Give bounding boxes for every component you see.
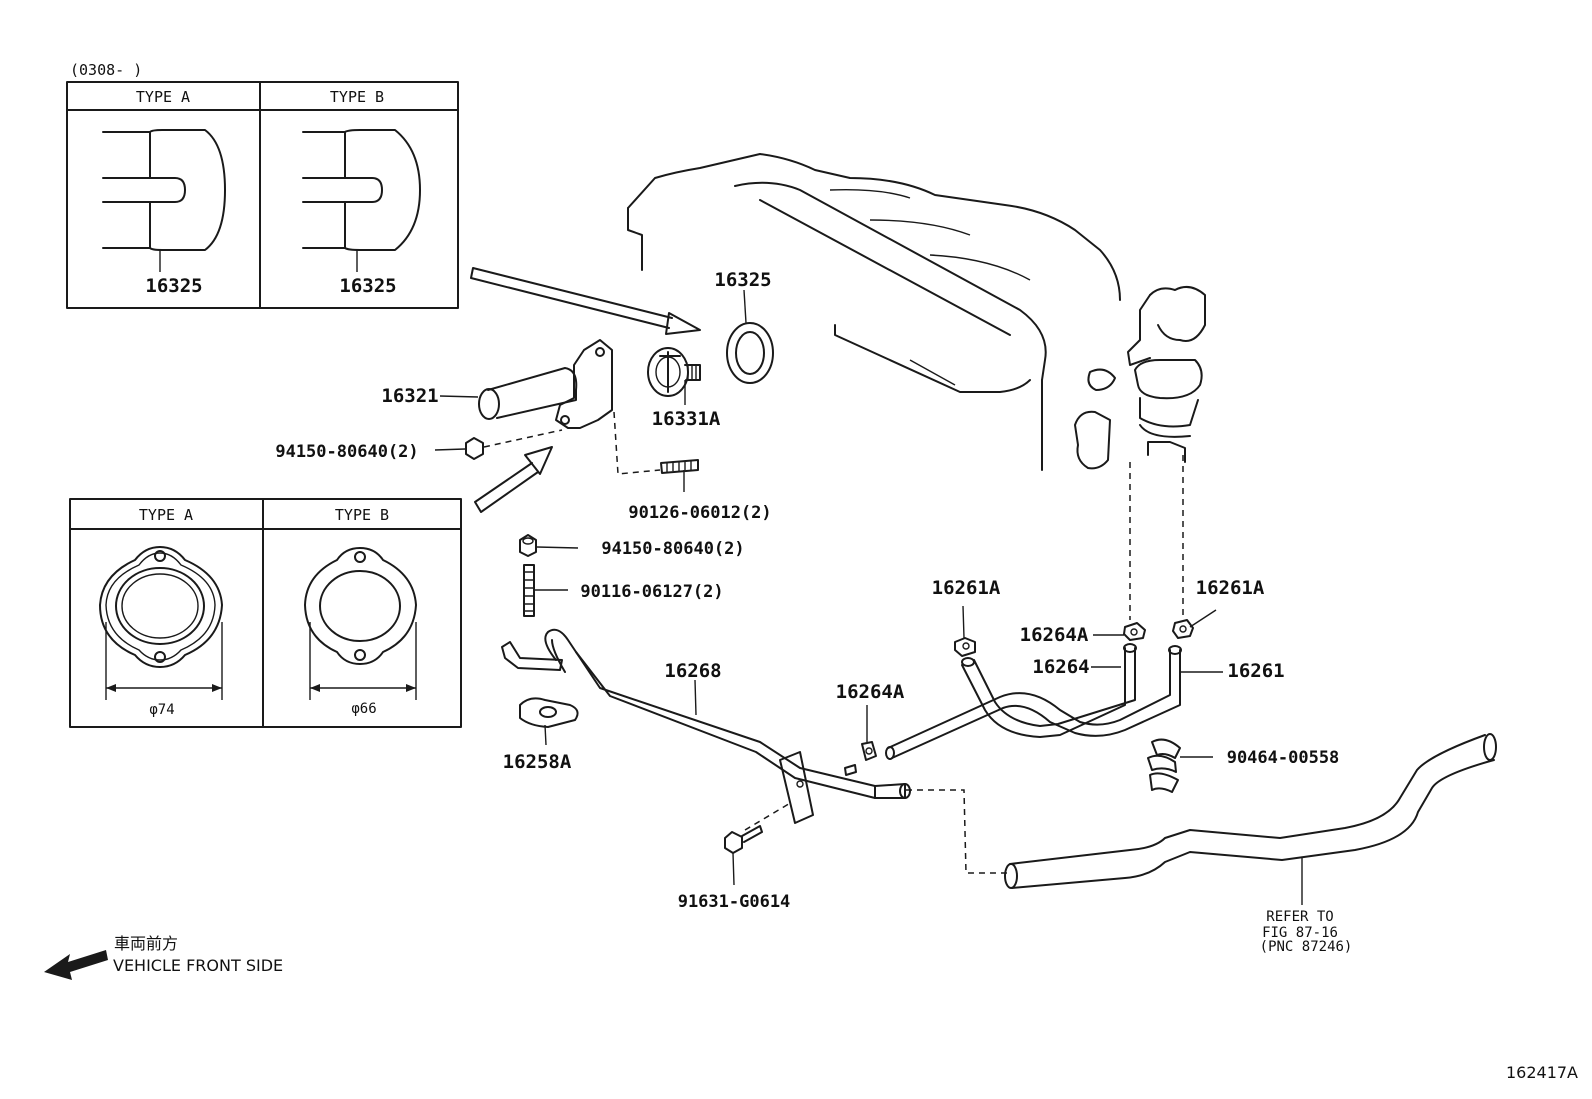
engine-outline [627, 153, 1206, 471]
label-16264A-upper: 16264A [1020, 624, 1089, 646]
nut-94150-top [465, 437, 484, 460]
top-type-a-label: 16325 [145, 275, 202, 297]
figure-id: 162417A [1506, 1063, 1578, 1082]
date-range-label: (0308- ) [70, 61, 142, 79]
gasket-type-b [304, 547, 417, 700]
bypass-pipe-16268 [501, 628, 911, 824]
thermostat-16331A [647, 347, 701, 397]
clamp-16264A-lower [861, 741, 877, 761]
bottom-type-a-header: TYPE A [139, 506, 193, 524]
stud-90116 [523, 564, 535, 617]
label-90116: 90116-06127(2) [580, 582, 723, 602]
label-16264A-lower: 16264A [836, 681, 905, 703]
clamp-16264A-upper [1123, 622, 1146, 641]
seal-ring-16325 [726, 322, 774, 384]
seal-profile-type-b [302, 129, 421, 251]
label-91631: 91631-G0614 [678, 892, 791, 912]
gasket-type-table-top: (0308- ) TYPE A TYPE B 16325 16325 [66, 61, 459, 309]
vehicle-front-arrow-icon [44, 950, 108, 980]
label-16331A: 16331A [652, 408, 721, 430]
label-16261A-right: 16261A [1196, 577, 1265, 599]
label-94150-top: 94150-80640(2) [275, 442, 418, 462]
bottom-type-a-diameter: φ74 [149, 702, 174, 718]
water-inlet-16321 [478, 339, 613, 429]
gasket-type-table-bottom: TYPE A TYPE B φ74 φ66 [69, 498, 462, 728]
heater-hose [1004, 733, 1497, 889]
refer-line-1: REFER TO [1266, 909, 1333, 925]
stud-90126 [660, 459, 699, 474]
arrow-to-housing [474, 446, 553, 513]
clamp-16261A-right [1172, 619, 1194, 639]
top-type-b-label: 16325 [339, 275, 396, 297]
bottom-type-b-diameter: φ66 [351, 701, 376, 717]
gasket-16258A [519, 697, 579, 728]
label-90464: 90464-00558 [1227, 748, 1340, 768]
hose-16264 [961, 643, 1137, 738]
hose-16261 [885, 645, 1182, 760]
vehicle-front-en: VEHICLE FRONT SIDE [113, 956, 283, 975]
gasket-type-a [99, 546, 223, 700]
label-16261A-left: 16261A [932, 577, 1001, 599]
nut-94150-mid [519, 534, 537, 557]
refer-line-3: (PNC 87246) [1260, 939, 1353, 955]
label-16264: 16264 [1032, 656, 1089, 678]
bolt-91631 [724, 825, 763, 854]
label-94150-mid: 94150-80640(2) [601, 539, 744, 559]
label-16321: 16321 [381, 385, 438, 407]
clip-90464 [1147, 738, 1181, 793]
vehicle-front-jp: 車両前方 [114, 934, 178, 953]
label-16268: 16268 [664, 660, 721, 682]
bottom-type-b-header: TYPE B [335, 506, 389, 524]
seal-profile-type-a [102, 129, 226, 251]
refer-line-2: FIG 87-16 [1262, 925, 1338, 941]
arrow-to-seal [470, 267, 701, 335]
label-16258A: 16258A [503, 751, 572, 773]
top-type-b-header: TYPE B [330, 88, 384, 106]
clamp-16261A-left [954, 637, 976, 657]
label-16261: 16261 [1227, 660, 1284, 682]
top-type-a-header: TYPE A [136, 88, 190, 106]
label-16325: 16325 [714, 269, 771, 291]
label-90126: 90126-06012(2) [628, 503, 771, 523]
